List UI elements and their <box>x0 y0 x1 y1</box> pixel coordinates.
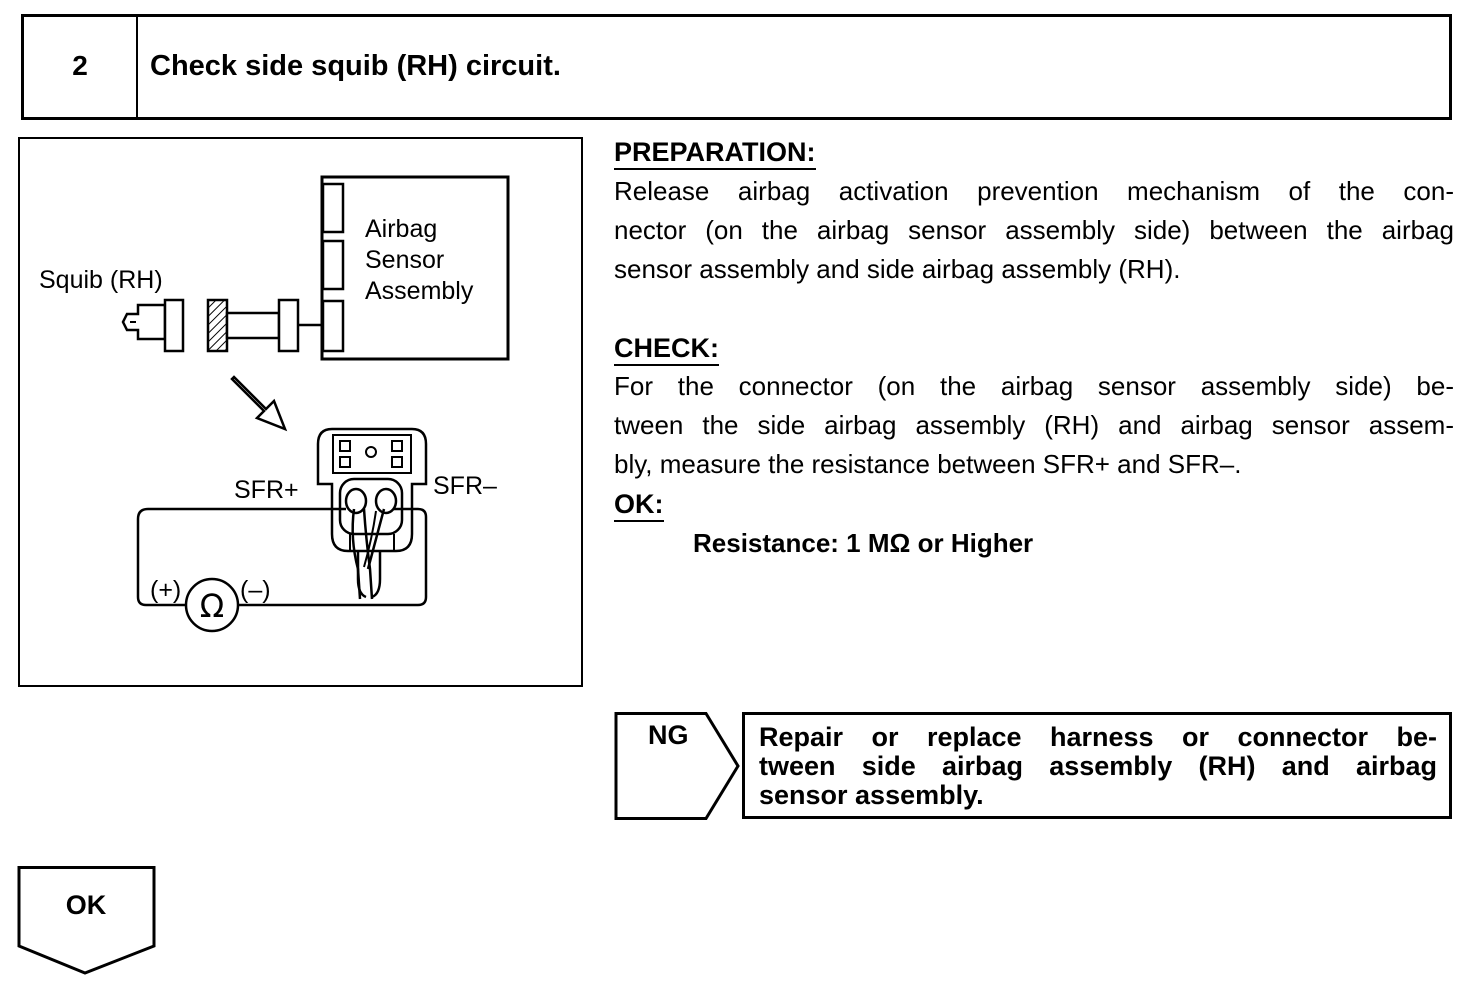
check-line: For the connector (on the airbag sensor … <box>614 371 1454 401</box>
squib-label: Squib (RH) <box>39 266 163 294</box>
connector-face <box>316 427 428 600</box>
minus-terminal-label: (–) <box>240 576 271 604</box>
ng-result-line: sensor assembly. <box>759 780 984 810</box>
step-title: Check side squib (RH) circuit. <box>150 49 561 82</box>
sfr-minus-label: SFR– <box>433 472 497 500</box>
check-line: bly, measure the resistance between SFR+… <box>614 449 1242 479</box>
ng-result-line: tween side airbag assembly (RH) and airb… <box>759 751 1437 781</box>
preparation-line: nector (on the airbag sensor assembly si… <box>614 215 1454 245</box>
sfr-plus-label: SFR+ <box>234 476 299 504</box>
ok-arrow-icon <box>17 866 156 975</box>
check-heading: CHECK: <box>614 332 719 366</box>
sensor-label-line-3: Assembly <box>365 277 474 305</box>
plus-terminal-label: (+) <box>150 576 181 604</box>
ok-heading: OK: <box>614 488 664 522</box>
ohm-symbol: Ω <box>200 587 224 625</box>
preparation-heading: PREPARATION: <box>614 136 816 170</box>
preparation-line: sensor assembly and side airbag assembly… <box>614 254 1181 284</box>
ng-result-box: Repair or replace harness or connector b… <box>742 712 1452 819</box>
sensor-label-line-2: Sensor <box>365 246 444 274</box>
ng-result-line: Repair or replace harness or connector b… <box>759 722 1437 752</box>
step-number: 2 <box>24 17 138 117</box>
ok-label: OK <box>65 890 107 920</box>
preparation-text: Release airbag activation prevention mec… <box>614 172 1454 289</box>
ng-arrow-icon <box>614 712 740 820</box>
step-header: 2 Check side squib (RH) circuit. <box>21 14 1452 120</box>
squib-rh: Squib (RH) <box>39 266 185 353</box>
resistance-spec: Resistance: 1 MΩ or Higher <box>693 528 1034 558</box>
check-text: For the connector (on the airbag sensor … <box>614 367 1454 484</box>
sensor-label-line-1: Airbag <box>365 215 437 243</box>
circuit-diagram: Airbag Sensor Assembly Squib (RH) <box>18 137 583 687</box>
airbag-sensor-assembly: Airbag Sensor Assembly <box>320 175 510 361</box>
ng-label: NG <box>648 720 689 750</box>
ohmmeter-icon <box>184 577 240 633</box>
check-line: tween the side airbag assembly (RH) and … <box>614 410 1454 440</box>
down-right-arrow-icon <box>230 375 288 432</box>
preparation-line: Release airbag activation prevention mec… <box>614 176 1454 206</box>
circuit-diagram-svg: Airbag Sensor Assembly Squib (RH) <box>39 175 510 633</box>
connector <box>206 298 323 353</box>
ohmmeter-circuit: Ω (+) (–) SFR+ SFR– <box>136 472 497 633</box>
